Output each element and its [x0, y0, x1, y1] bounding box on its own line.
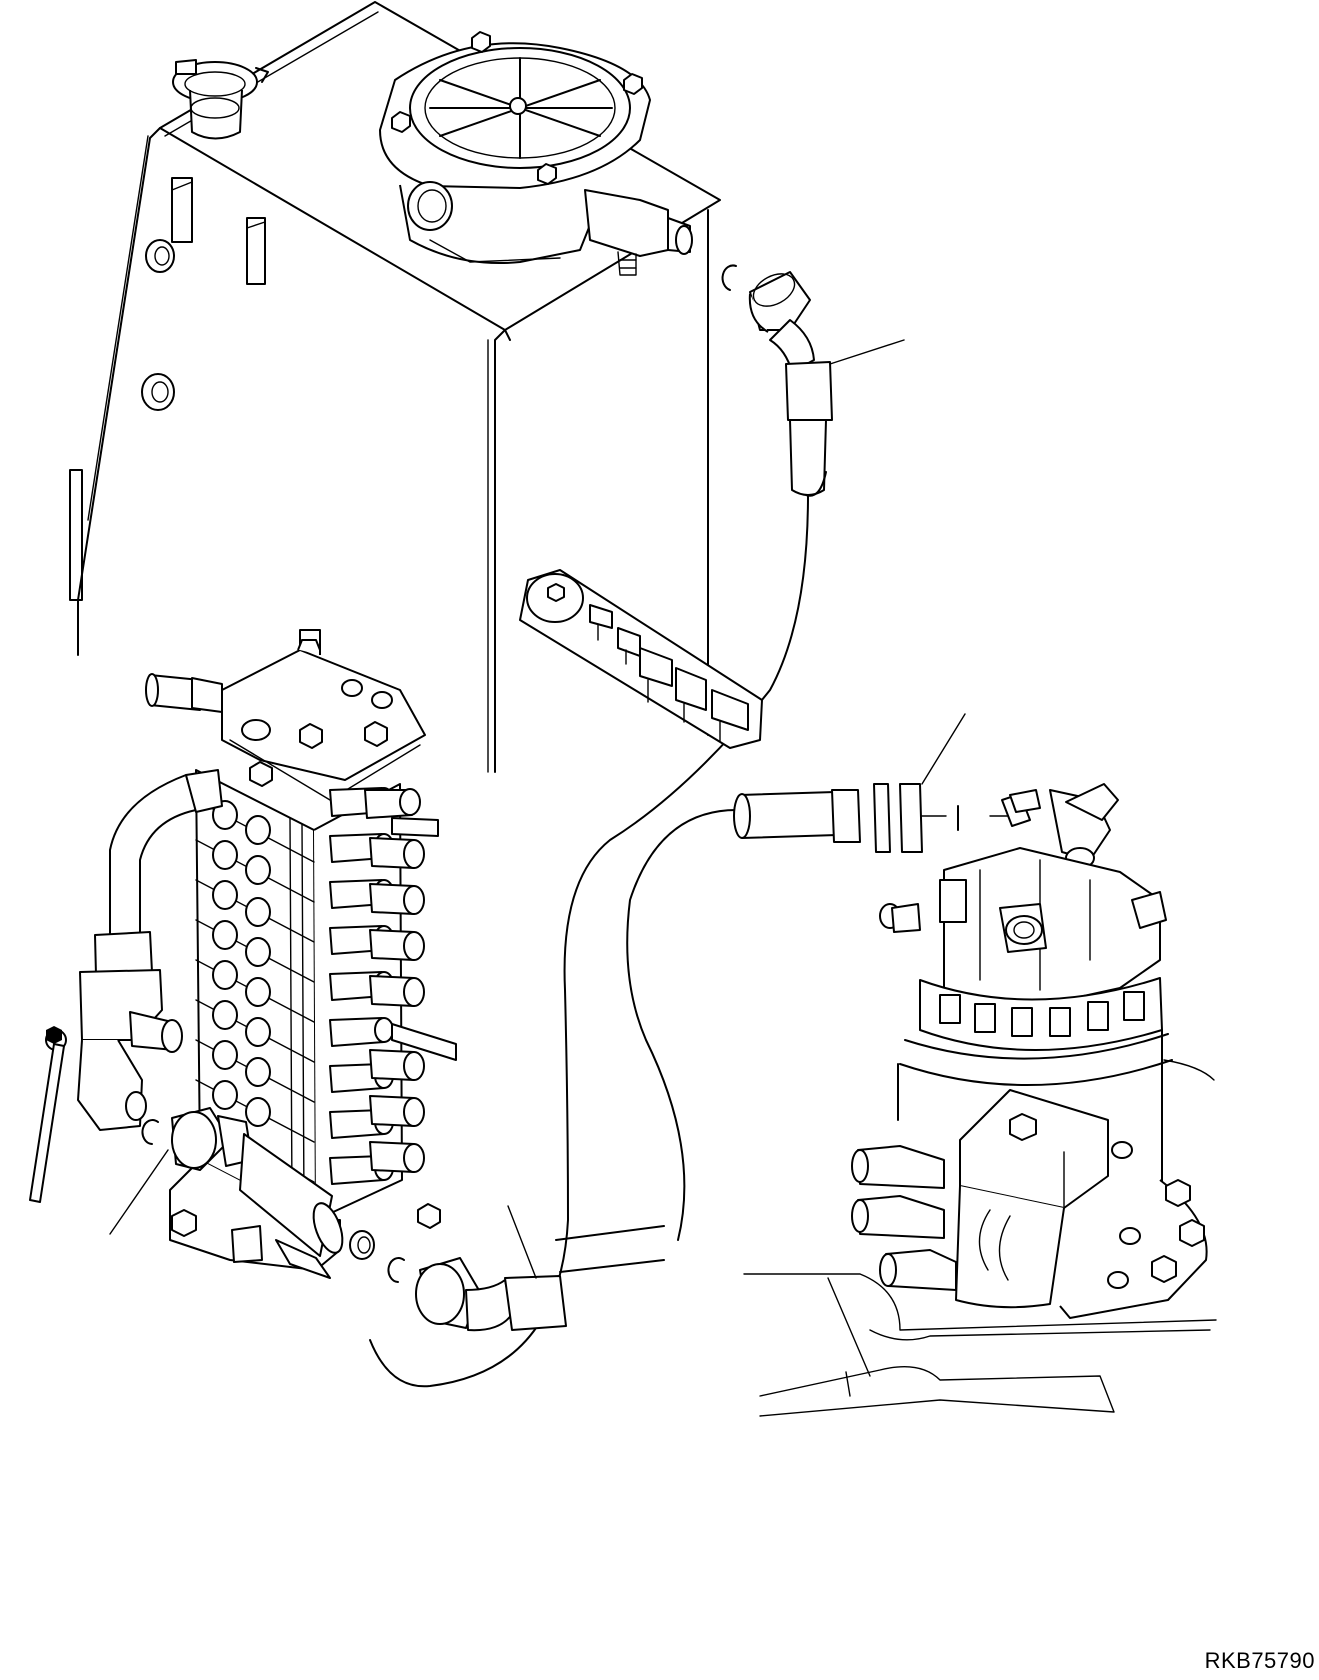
o-ring-bottom — [387, 1257, 405, 1283]
o-ring-top — [721, 264, 737, 291]
leader-line-1 — [829, 339, 905, 365]
manifold-block — [519, 569, 763, 749]
drawing-reference-code: RKB75790 — [1204, 1648, 1315, 1673]
valve-ports — [212, 800, 271, 1127]
level-gauge-upper — [171, 177, 193, 243]
filter-bolts — [391, 31, 643, 185]
right-caps — [364, 788, 457, 1229]
control-valve — [145, 629, 457, 1279]
hose-lower-left — [109, 1107, 344, 1257]
leader-line-2 — [109, 1149, 169, 1235]
hose-top-elbow — [748, 271, 905, 497]
motor-bolt-ring — [939, 991, 1145, 1037]
level-gauge-lower — [246, 217, 266, 285]
hose-lower-elbow — [415, 1205, 567, 1332]
return-filter — [379, 31, 693, 276]
filler-cap-icon — [172, 59, 269, 140]
return-hose — [369, 494, 809, 1388]
leader-line-3 — [507, 1205, 537, 1279]
hydraulic-tank — [69, 1, 721, 773]
swing-motor — [733, 713, 1217, 1417]
o-ring-left — [141, 1119, 159, 1145]
ball-valve — [29, 769, 223, 1203]
leader-line-4 — [921, 713, 966, 785]
